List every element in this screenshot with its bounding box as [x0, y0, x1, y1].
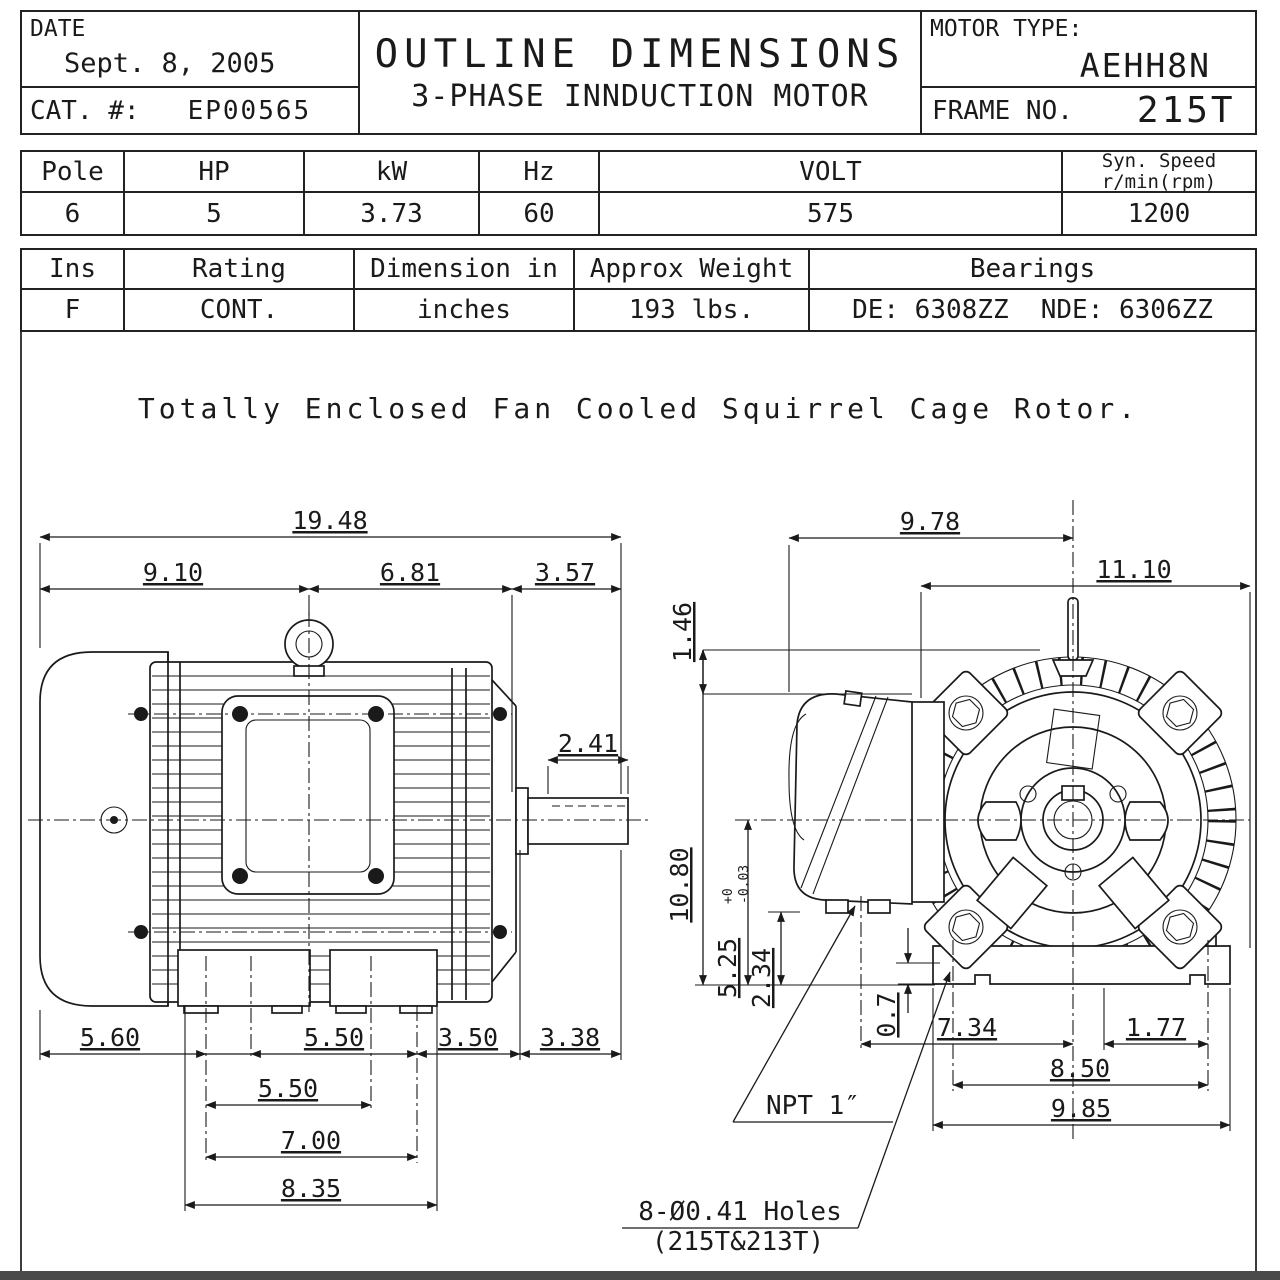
- title-block-left: DATE Sept. 8, 2005 CAT. #: EP00565: [20, 10, 360, 135]
- ratings-value-hz: 60: [480, 193, 600, 234]
- sheet-border: [0, 332, 1280, 1280]
- details-header-ins: Ins: [22, 250, 125, 290]
- dim-shaft-height-tol-plus: +0: [721, 888, 736, 904]
- ratings-header-pole: Pole: [22, 152, 125, 193]
- motor-type-cell: MOTOR TYPE: AEHH8N: [922, 12, 1255, 88]
- details-value-rating: CONT.: [125, 290, 355, 330]
- ratings-header-syn-speed: Syn. Speed r/min(rpm): [1063, 149, 1255, 193]
- dim-seg2: 6.81: [380, 558, 440, 587]
- side-pod: [1124, 801, 1169, 841]
- details-table: Ins Rating Dimension in Approx Weight Be…: [20, 248, 1257, 332]
- end-view-dimensions: 9.78 11.10 1.46 10.80 5.25 +0 -0.03 2.34…: [622, 507, 1251, 1257]
- dim-overall-width: 11.10: [1096, 555, 1171, 584]
- dim-bottom4: 3.38: [540, 1023, 600, 1052]
- title-block-right: MOTOR TYPE: AEHH8N FRAME NO. 215T: [920, 10, 1257, 135]
- dim-shaft-height-tol-minus: -0.03: [737, 865, 752, 904]
- frame-cell: FRAME NO. 215T: [922, 88, 1255, 133]
- dim-foot-c: 8.50: [1050, 1054, 1110, 1083]
- motor-side-view: [28, 612, 648, 1014]
- details-header-bearings: Bearings: [810, 250, 1255, 290]
- side-pod: [977, 801, 1022, 841]
- ratings-value-syn-speed: 1200: [1127, 198, 1191, 229]
- frame-value: 215T: [1136, 90, 1236, 131]
- bearing-de: DE: 6308ZZ: [852, 295, 1009, 325]
- details-value-bearings: DE: 6308ZZ NDE: 6306ZZ: [810, 290, 1255, 330]
- motor-type-label: MOTOR TYPE:: [930, 16, 1083, 42]
- conduit-box: [788, 689, 945, 914]
- dim-overall-height: 10.80: [665, 847, 694, 922]
- catalog-cell: CAT. #: EP00565: [22, 88, 358, 133]
- dim-seg1: 9.10: [143, 558, 203, 587]
- holes-note-line1: 8-Ø0.41 Holes: [638, 1197, 842, 1227]
- mounting-feet: [177, 949, 438, 1014]
- details-value-dimension: inches: [355, 290, 575, 330]
- title-block-center: OUTLINE DIMENSIONS 3-PHASE INNDUCTION MO…: [360, 10, 920, 135]
- dim-shaft-height: 5.25: [713, 938, 742, 998]
- details-header-rating: Rating: [125, 250, 355, 290]
- ratings-header-hp: HP: [125, 152, 305, 193]
- side-view-dimensions: 19.48 9.10 6.81 3.57 2.41 5.60 5.50 3.50…: [39, 506, 629, 1211]
- dim-feet1: 5.50: [258, 1074, 318, 1103]
- dim-bottom3: 3.50: [438, 1023, 498, 1052]
- end-view-base: [932, 945, 1231, 985]
- dim-foot-a: 7.34: [937, 1013, 997, 1042]
- sheet-title-line2: 3-PHASE INNDUCTION MOTOR: [411, 78, 869, 114]
- ratings-value-kw: 3.73: [305, 193, 480, 234]
- syn-speed-line2: r/min(rpm): [1101, 170, 1217, 193]
- ratings-header-hz: Hz: [480, 152, 600, 193]
- ratings-table: Pole HP kW Hz VOLT Syn. Speed r/min(rpm)…: [20, 150, 1257, 236]
- ratings-header-kw: kW: [305, 152, 480, 193]
- details-value-ins: F: [22, 290, 125, 330]
- motor-description: Totally Enclosed Fan Cooled Squirrel Cag…: [137, 391, 1140, 425]
- dim-total-length: 19.48: [292, 506, 367, 535]
- dim-box-bottom: 2.34: [747, 948, 776, 1008]
- fan-blade: [1045, 708, 1101, 770]
- catalog-value: EP00565: [187, 95, 312, 126]
- date-value: Sept. 8, 2005: [64, 48, 276, 79]
- fan-blade: [975, 856, 1049, 930]
- dim-pad-height: 0.7: [872, 992, 901, 1037]
- dim-feet3: 8.35: [281, 1174, 341, 1203]
- date-cell: DATE Sept. 8, 2005: [22, 12, 358, 88]
- dim-bottom1: 5.60: [80, 1023, 140, 1052]
- holes-callout: 8-Ø0.41 Holes (215T&213T): [622, 971, 951, 1257]
- dim-lift: 1.46: [668, 602, 697, 662]
- details-header-weight: Approx Weight: [575, 250, 810, 290]
- conduit-opening: [221, 695, 395, 895]
- holes-note-line2: (215T&213T): [652, 1227, 824, 1257]
- mounting-lug: [1137, 670, 1223, 756]
- catalog-label: CAT. #:: [30, 95, 140, 126]
- details-header-dimension: Dimension in: [355, 250, 575, 290]
- dim-foot-b: 1.77: [1126, 1013, 1186, 1042]
- fan-blade: [1097, 856, 1171, 930]
- ratings-value-pole: 6: [22, 193, 125, 234]
- details-value-weight: 193 lbs.: [575, 290, 810, 330]
- shaft: [527, 797, 629, 845]
- dim-bottom2: 5.50: [304, 1023, 364, 1052]
- npt-label: NPT 1″: [766, 1091, 860, 1121]
- ratings-value-volt: 575: [600, 193, 1063, 234]
- bearing-nde: NDE: 6306ZZ: [1040, 295, 1213, 325]
- dim-seg3: 3.57: [535, 558, 595, 587]
- dim-feet2: 7.00: [281, 1126, 341, 1155]
- dim-shaft-key: 2.41: [558, 729, 618, 758]
- date-label: DATE: [30, 16, 86, 42]
- npt-callout: NPT 1″: [732, 905, 893, 1123]
- syn-speed-line1: Syn. Speed: [1101, 149, 1217, 172]
- motor-end-view: [703, 500, 1250, 1140]
- ratings-header-volt: VOLT: [600, 152, 1063, 193]
- dim-foot-d: 9.85: [1051, 1094, 1111, 1123]
- motor-type-value: AEHH8N: [1079, 46, 1211, 85]
- sheet-title-line1: OUTLINE DIMENSIONS: [374, 31, 906, 77]
- frame-label: FRAME NO.: [932, 95, 1073, 126]
- dim-box-to-center: 9.78: [900, 507, 960, 536]
- ratings-value-hp: 5: [125, 193, 305, 234]
